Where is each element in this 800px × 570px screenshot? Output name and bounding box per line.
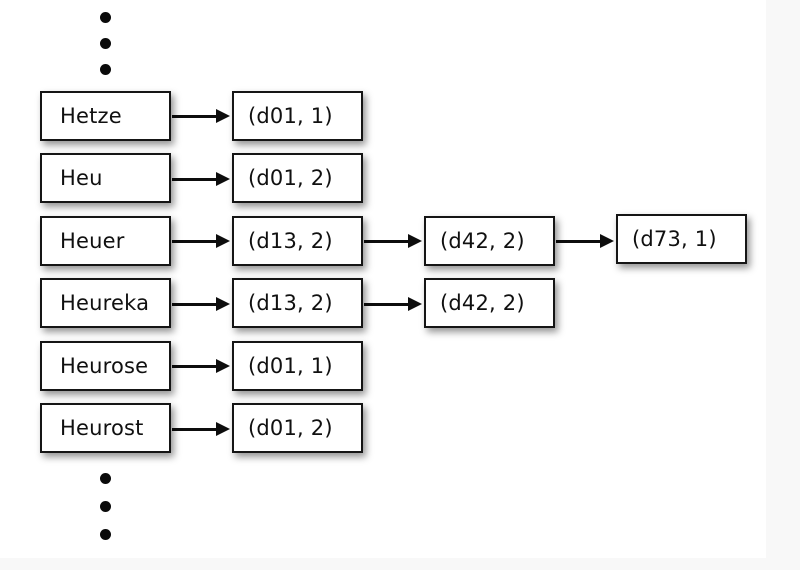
- ellipsis-dot: [100, 473, 111, 484]
- arrow-head: [408, 234, 422, 248]
- arrow-posting-chain-heuer-1: [364, 234, 422, 248]
- posting-box[interactable]: (d42, 2): [424, 278, 555, 328]
- posting-label: (d01, 2): [248, 415, 333, 440]
- arrow-heuer-to-posting: [172, 234, 230, 248]
- arrow-posting-chain-heureka-1: [364, 297, 422, 311]
- arrow-shaft: [556, 240, 602, 243]
- dictionary-term-label: Hetze: [60, 103, 122, 128]
- posting-box[interactable]: (d13, 2): [232, 278, 363, 328]
- arrow-shaft: [172, 428, 218, 431]
- arrow-hetze-to-posting: [172, 109, 230, 123]
- arrow-shaft: [172, 240, 218, 243]
- dictionary-term-box[interactable]: Heureka: [40, 278, 171, 328]
- posting-label: (d42, 2): [440, 290, 525, 315]
- dictionary-term-label: Heuer: [60, 228, 125, 253]
- arrow-shaft: [364, 303, 410, 306]
- arrow-head: [216, 109, 230, 123]
- posting-label: (d42, 2): [440, 228, 525, 253]
- posting-label: (d13, 2): [248, 290, 333, 315]
- arrow-shaft: [364, 240, 410, 243]
- posting-box[interactable]: (d01, 1): [232, 341, 363, 391]
- dictionary-term-box[interactable]: Heurost: [40, 403, 171, 453]
- arrow-heureka-to-posting: [172, 297, 230, 311]
- dictionary-term-box[interactable]: Heuer: [40, 216, 171, 266]
- posting-box[interactable]: (d01, 1): [232, 91, 363, 141]
- posting-box[interactable]: (d01, 2): [232, 403, 363, 453]
- ellipsis-dot: [100, 64, 111, 75]
- diagram-canvas: Hetze Heu Heuer Heureka Heurose Heurost …: [40, 12, 747, 540]
- posting-label: (d73, 1): [632, 226, 717, 251]
- arrow-heurose-to-posting: [172, 359, 230, 373]
- arrow-head: [216, 234, 230, 248]
- posting-box[interactable]: (d13, 2): [232, 216, 363, 266]
- arrow-shaft: [172, 115, 218, 118]
- dictionary-term-box[interactable]: Hetze: [40, 91, 171, 141]
- arrow-shaft: [172, 178, 218, 181]
- dictionary-term-label: Heurose: [60, 353, 149, 378]
- dictionary-term-box[interactable]: Heu: [40, 153, 171, 203]
- posting-label: (d13, 2): [248, 228, 333, 253]
- dictionary-term-box[interactable]: Heurose: [40, 341, 171, 391]
- ellipsis-dot: [100, 529, 111, 540]
- arrow-head: [216, 172, 230, 186]
- posting-box[interactable]: (d73, 1): [616, 214, 747, 264]
- posting-label: (d01, 1): [248, 103, 333, 128]
- arrow-heu-to-posting: [172, 172, 230, 186]
- dictionary-term-label: Heureka: [60, 290, 150, 315]
- arrow-head: [408, 297, 422, 311]
- arrow-shaft: [172, 365, 218, 368]
- posting-label: (d01, 1): [248, 353, 333, 378]
- posting-box[interactable]: (d01, 2): [232, 153, 363, 203]
- arrow-head: [216, 422, 230, 436]
- posting-box[interactable]: (d42, 2): [424, 216, 555, 266]
- ellipsis-dot: [100, 12, 111, 23]
- arrow-head: [216, 297, 230, 311]
- arrow-posting-chain-heuer-2: [556, 234, 614, 248]
- ellipsis-dot: [100, 501, 111, 512]
- arrow-head: [216, 359, 230, 373]
- ellipsis-dot: [100, 38, 111, 49]
- arrow-head: [600, 234, 614, 248]
- arrow-heurost-to-posting: [172, 422, 230, 436]
- dictionary-term-label: Heurost: [60, 415, 144, 440]
- arrow-shaft: [172, 303, 218, 306]
- posting-label: (d01, 2): [248, 165, 333, 190]
- dictionary-term-label: Heu: [60, 165, 103, 190]
